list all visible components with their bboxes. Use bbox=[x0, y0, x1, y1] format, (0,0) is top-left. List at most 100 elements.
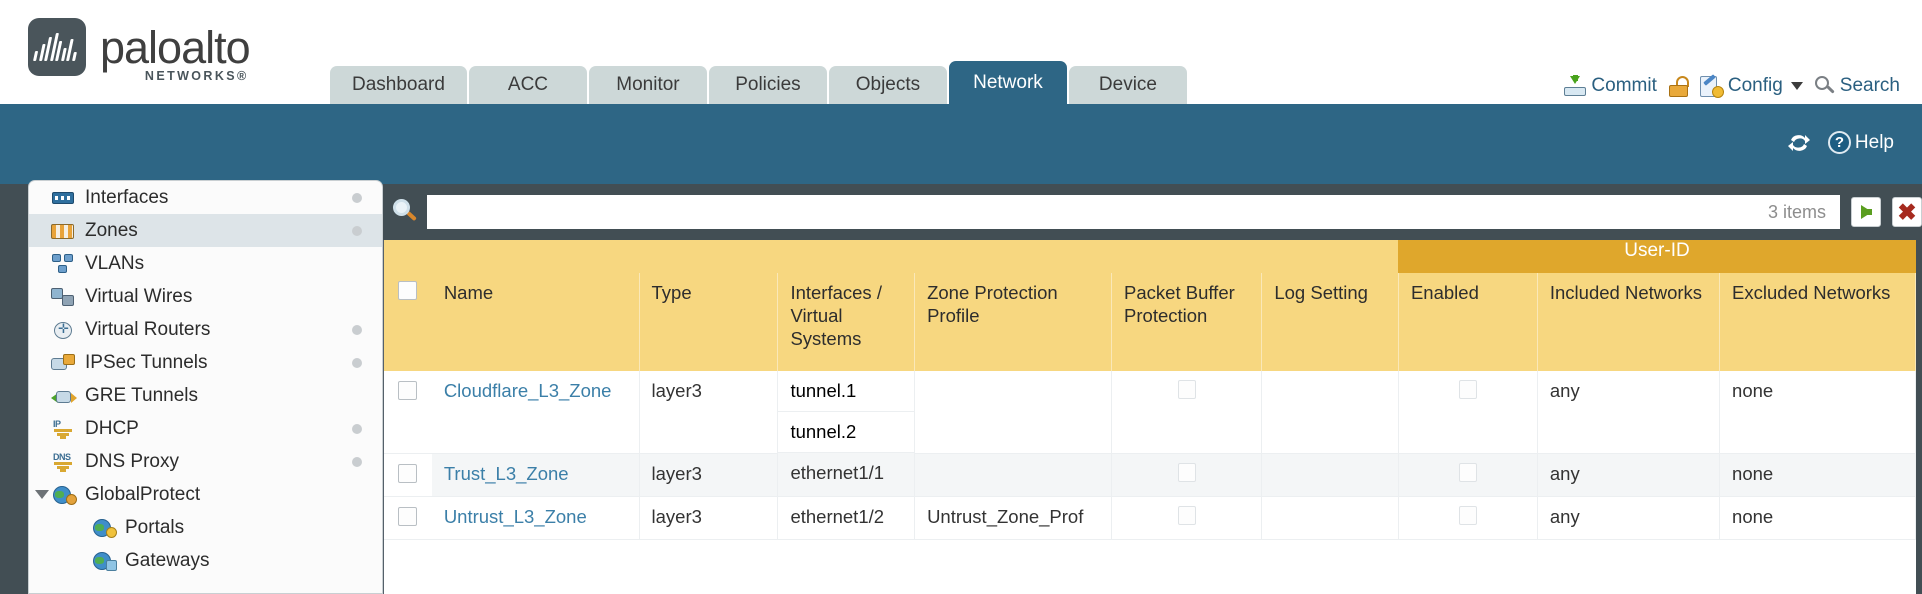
group-header-spacer bbox=[384, 240, 1399, 273]
column-header-log-setting[interactable]: Log Setting bbox=[1261, 273, 1399, 371]
sidebar-item-label: Virtual Routers bbox=[85, 318, 211, 340]
cell-userid-enabled bbox=[1398, 453, 1538, 497]
expand-collapse-triangle-icon[interactable] bbox=[35, 490, 49, 499]
column-header-packet-buffer-protection[interactable]: Packet Buffer Protection bbox=[1111, 273, 1263, 371]
zone-name-link[interactable]: Untrust_L3_Zone bbox=[443, 505, 587, 527]
sidebar-item-virtual-wires[interactable]: Virtual Wires bbox=[29, 280, 382, 313]
virtual-wires-icon bbox=[51, 287, 77, 307]
tab-dashboard[interactable]: Dashboard bbox=[330, 66, 467, 104]
column-header-interfaces[interactable]: Interfaces / Virtual Systems bbox=[777, 273, 916, 371]
padlock-icon[interactable] bbox=[1668, 75, 1689, 97]
item-count-label: 3 items bbox=[1767, 195, 1840, 229]
brand-wordmark: paloalto NETWORKS® bbox=[100, 21, 251, 83]
brand-sub: NETWORKS® bbox=[144, 68, 249, 83]
sidebar-item-virtual-routers[interactable]: Virtual Routers bbox=[29, 313, 382, 346]
column-header-zone-protection-profile[interactable]: Zone Protection Profile bbox=[914, 273, 1113, 371]
sidebar-item-label: VLANs bbox=[85, 252, 145, 274]
sidebar-item-label: Gateways bbox=[125, 549, 210, 571]
row-checkbox[interactable] bbox=[398, 463, 417, 483]
sidebar-item-label: Virtual Wires bbox=[85, 285, 193, 307]
cell-interfaces: ethernet1/2 bbox=[777, 496, 916, 540]
config-icon bbox=[1699, 73, 1724, 98]
sidebar-item-vlans[interactable]: VLANs bbox=[29, 247, 382, 280]
cell-packet-buffer-protection bbox=[1111, 371, 1263, 454]
status-dot bbox=[352, 226, 362, 236]
help-button[interactable]: ? Help bbox=[1827, 131, 1894, 154]
sidebar-item-dns-proxy[interactable]: DNS DNS Proxy bbox=[29, 445, 382, 478]
packet-buffer-protection-checkbox[interactable] bbox=[1177, 462, 1196, 482]
filter-input[interactable] bbox=[427, 195, 1768, 229]
sidebar-item-gateways[interactable]: Gateways bbox=[29, 544, 382, 577]
apply-filter-arrow-icon bbox=[1860, 205, 1872, 219]
cell-zone-protection-profile bbox=[914, 371, 1113, 454]
tab-policies[interactable]: Policies bbox=[708, 66, 827, 104]
search-button[interactable]: Search bbox=[1814, 75, 1900, 97]
sidebar-item-gre-tunnels[interactable]: GRE Tunnels bbox=[29, 379, 382, 412]
group-header-row: User-ID bbox=[384, 240, 1916, 273]
sidebar-item-dhcp[interactable]: IP DHCP bbox=[29, 412, 382, 445]
zone-name-link[interactable]: Trust_L3_Zone bbox=[443, 462, 569, 484]
tab-network[interactable]: Network bbox=[948, 61, 1067, 104]
zones-table-container: User-ID Name Type Interfaces / Virtual S… bbox=[383, 240, 1916, 594]
interface-entry: tunnel.2 bbox=[778, 412, 915, 453]
brand-name: paloalto bbox=[100, 21, 251, 73]
packet-buffer-protection-checkbox[interactable] bbox=[1177, 505, 1196, 525]
dns-proxy-icon: DNS bbox=[51, 452, 77, 472]
userid-enabled-checkbox[interactable] bbox=[1458, 505, 1477, 525]
sidebar-item-interfaces[interactable]: Interfaces bbox=[29, 181, 382, 214]
table-row[interactable]: Trust_L3_Zone layer3 ethernet1/1 any bbox=[384, 453, 1916, 497]
table-row[interactable]: Untrust_L3_Zone layer3 ethernet1/2 Untru… bbox=[384, 496, 1916, 540]
sidebar-item-portals[interactable]: Portals bbox=[29, 511, 382, 544]
filter-bar: 3 items ✖ bbox=[383, 184, 1922, 240]
tab-objects[interactable]: Objects bbox=[828, 66, 947, 104]
status-dot bbox=[352, 358, 362, 368]
zones-table: User-ID Name Type Interfaces / Virtual S… bbox=[384, 240, 1916, 540]
config-menu[interactable]: Config bbox=[1699, 73, 1803, 98]
apply-filter-button[interactable] bbox=[1851, 197, 1881, 227]
cell-excluded-networks: none bbox=[1719, 371, 1916, 454]
tab-acc[interactable]: ACC bbox=[468, 66, 587, 104]
ipsec-tunnels-icon bbox=[51, 353, 77, 373]
table-row[interactable]: Cloudflare_L3_Zone layer3 tunnel.1 tunne… bbox=[384, 371, 1916, 454]
cell-packet-buffer-protection bbox=[1111, 496, 1263, 540]
column-header-name[interactable]: Name bbox=[431, 273, 640, 371]
zones-table-body: Cloudflare_L3_Zone layer3 tunnel.1 tunne… bbox=[384, 371, 1916, 540]
row-checkbox[interactable] bbox=[398, 506, 417, 526]
sidebar-item-globalprotect[interactable]: GlobalProtect bbox=[29, 478, 382, 511]
clear-filter-button[interactable]: ✖ bbox=[1892, 197, 1922, 227]
tab-device[interactable]: Device bbox=[1068, 66, 1187, 104]
cell-type: layer3 bbox=[639, 496, 779, 540]
refresh-icon[interactable] bbox=[1786, 132, 1812, 154]
packet-buffer-protection-checkbox[interactable] bbox=[1177, 380, 1196, 399]
cell-log-setting bbox=[1261, 453, 1399, 497]
cell-excluded-networks: none bbox=[1719, 453, 1916, 497]
commit-button[interactable]: Commit bbox=[1564, 75, 1657, 97]
search-icon bbox=[1814, 76, 1835, 96]
cell-excluded-networks: none bbox=[1719, 496, 1916, 540]
zones-table-head: User-ID Name Type Interfaces / Virtual S… bbox=[384, 240, 1916, 371]
select-all-header bbox=[384, 273, 432, 371]
tab-monitor[interactable]: Monitor bbox=[588, 66, 707, 104]
sub-header-bar: ? Help bbox=[0, 104, 1922, 184]
cell-interfaces: ethernet1/1 bbox=[777, 453, 916, 497]
select-all-checkbox[interactable] bbox=[398, 281, 417, 300]
gateways-icon bbox=[91, 551, 117, 571]
column-header-excluded-networks[interactable]: Excluded Networks bbox=[1719, 273, 1916, 371]
cell-name: Untrust_L3_Zone bbox=[431, 496, 640, 540]
row-checkbox[interactable] bbox=[398, 381, 417, 400]
column-header-enabled[interactable]: Enabled bbox=[1397, 273, 1538, 371]
cell-log-setting bbox=[1261, 371, 1399, 454]
cell-zone-protection-profile bbox=[914, 453, 1113, 497]
column-header-included-networks[interactable]: Included Networks bbox=[1537, 273, 1721, 371]
userid-enabled-checkbox[interactable] bbox=[1458, 380, 1477, 399]
userid-enabled-checkbox[interactable] bbox=[1458, 462, 1477, 482]
column-header-type[interactable]: Type bbox=[639, 273, 779, 371]
zone-name-link[interactable]: Cloudflare_L3_Zone bbox=[443, 380, 612, 401]
sidebar-item-zones[interactable]: Zones bbox=[29, 214, 382, 247]
main-nav-tabs: Dashboard ACC Monitor Policies Objects N… bbox=[330, 61, 1187, 104]
cell-included-networks: any bbox=[1537, 496, 1721, 540]
clear-filter-x-icon: ✖ bbox=[1897, 198, 1917, 225]
sidebar-item-ipsec-tunnels[interactable]: IPSec Tunnels bbox=[29, 346, 382, 379]
paloalto-logo-mark bbox=[28, 18, 86, 76]
